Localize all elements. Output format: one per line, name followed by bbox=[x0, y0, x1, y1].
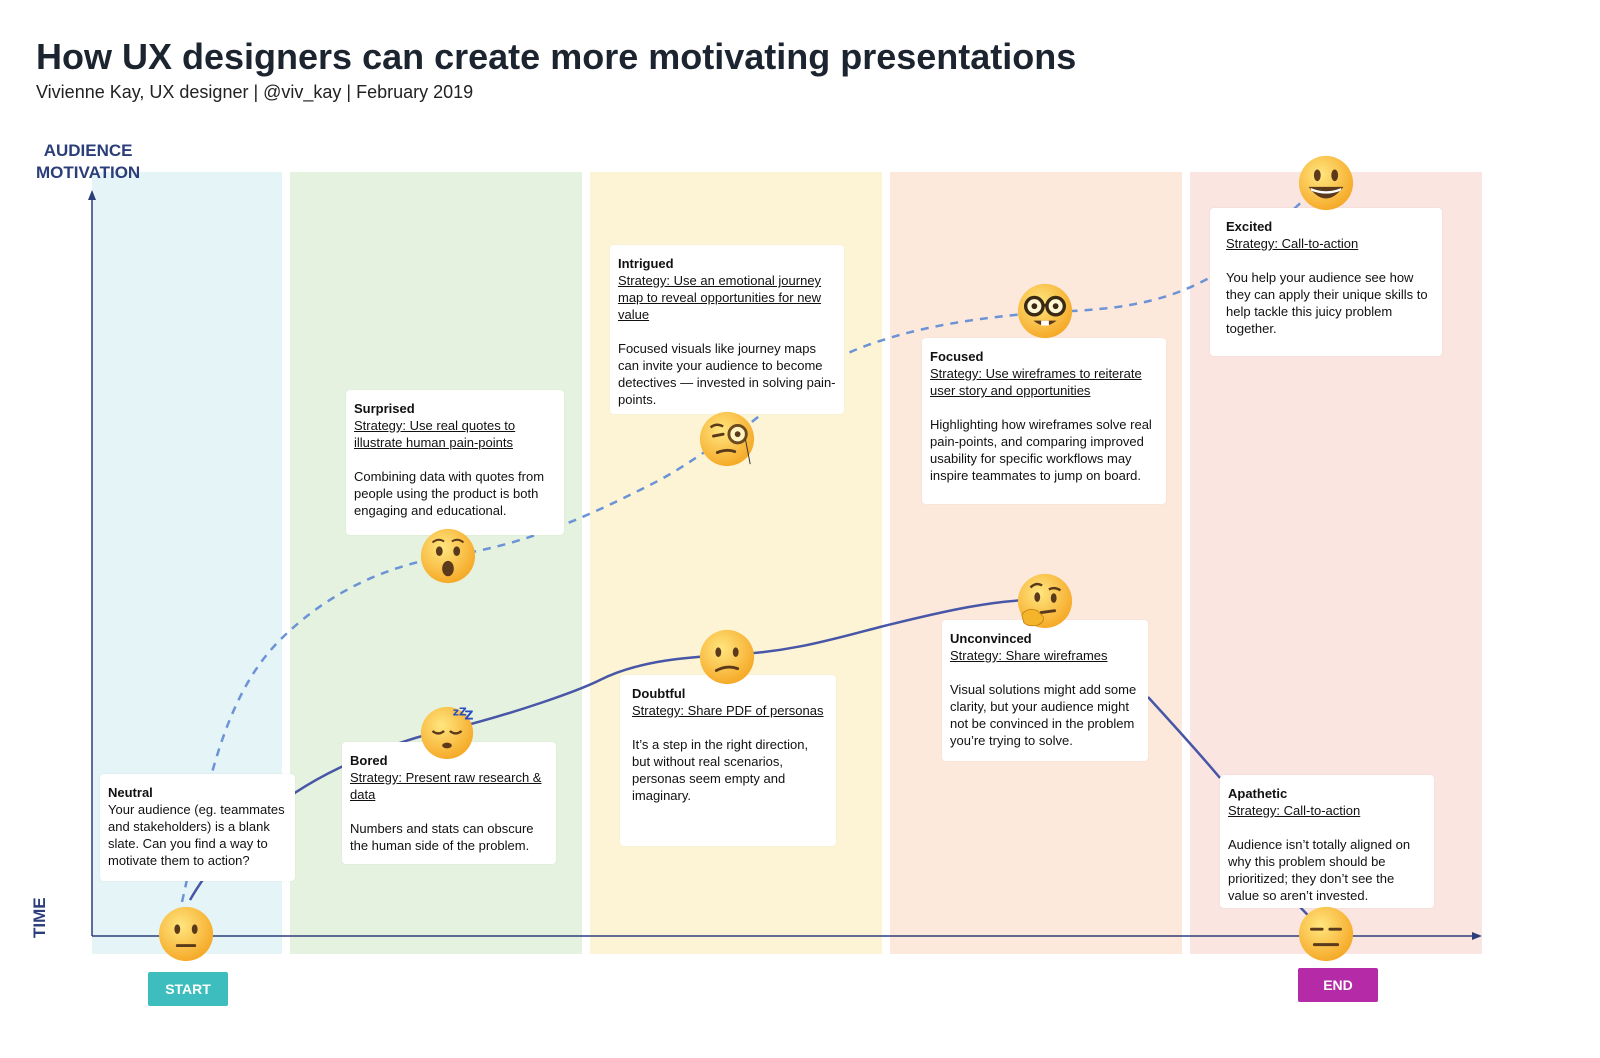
y-axis-label-line2: MOTIVATION bbox=[36, 163, 141, 182]
monocle-face-icon bbox=[699, 411, 755, 467]
end-marker: END bbox=[1298, 968, 1378, 1002]
card-intrigued: Intrigued Strategy: Use an emotional jou… bbox=[610, 245, 844, 414]
confused-face-icon bbox=[699, 629, 755, 685]
surprised-face-icon bbox=[420, 528, 476, 584]
card-description: Focused visuals like journey maps can in… bbox=[618, 341, 836, 407]
card-description: Combining data with quotes from people u… bbox=[354, 469, 545, 518]
svg-text:Z: Z bbox=[464, 707, 473, 722]
card-description: Audience isn’t totally aligned on why th… bbox=[1228, 837, 1411, 903]
card-description: It’s a step in the right direction, but … bbox=[632, 737, 809, 803]
card-strategy: Strategy: Present raw research & data bbox=[350, 770, 542, 802]
y-axis-label: AUDIENCE MOTIVATION bbox=[36, 140, 140, 184]
card-strategy: Strategy: Share wireframes bbox=[950, 648, 1108, 663]
card-heading: Unconvinced bbox=[950, 631, 1032, 646]
card-focused: Focused Strategy: Use wireframes to reit… bbox=[922, 338, 1166, 504]
card-strategy: Strategy: Call-to-action bbox=[1228, 803, 1361, 818]
sleeping-face-icon: zZ Z bbox=[420, 706, 474, 760]
card-neutral: Neutral Your audience (eg. teammates and… bbox=[100, 774, 295, 881]
card-heading: Apathetic bbox=[1228, 786, 1288, 801]
card-doubtful: Doubtful Strategy: Share PDF of personas… bbox=[620, 675, 836, 846]
card-strategy: Strategy: Use wireframes to reiterate us… bbox=[930, 366, 1142, 398]
expressionless-face-icon bbox=[1298, 906, 1354, 962]
page-title: How UX designers can create more motivat… bbox=[36, 36, 1077, 77]
card-strategy: Strategy: Share PDF of personas bbox=[632, 703, 824, 718]
y-axis-arrow bbox=[88, 190, 96, 200]
grinning-face-icon bbox=[1298, 155, 1354, 211]
neutral-face-icon bbox=[158, 906, 214, 962]
page-subtitle: Vivienne Kay, UX designer | @viv_kay | F… bbox=[36, 82, 474, 102]
card-heading: Surprised bbox=[354, 401, 415, 416]
card-description: Your audience (eg. teammates and stakeho… bbox=[108, 802, 285, 868]
card-heading: Neutral bbox=[108, 785, 153, 800]
nerd-face-icon bbox=[1017, 283, 1073, 339]
card-heading: Excited bbox=[1226, 219, 1273, 234]
card-strategy: Strategy: Use an emotional journey map t… bbox=[618, 273, 822, 322]
card-apathetic: Apathetic Strategy: Call-to-action Audie… bbox=[1220, 775, 1434, 908]
card-description: You help your audience see how they can … bbox=[1226, 270, 1428, 336]
card-strategy: Strategy: Use real quotes to illustrate … bbox=[354, 418, 516, 450]
start-marker: START bbox=[148, 972, 228, 1006]
card-excited: Excited Strategy: Call-to-action You hel… bbox=[1210, 208, 1442, 356]
svg-text:zZ: zZ bbox=[453, 706, 467, 719]
card-heading: Intrigued bbox=[618, 256, 674, 271]
y-axis-label-line1: AUDIENCE bbox=[43, 141, 133, 160]
card-description: Numbers and stats can obscure the human … bbox=[350, 821, 534, 853]
motivated-path-dashed bbox=[180, 183, 1327, 903]
card-description: Visual solutions might add some clarity,… bbox=[950, 682, 1137, 748]
card-heading: Bored bbox=[350, 753, 388, 768]
card-description: Highlighting how wireframes solve real p… bbox=[930, 417, 1152, 483]
card-bored: Bored Strategy: Present raw research & d… bbox=[342, 742, 556, 864]
thinking-face-icon bbox=[1017, 573, 1073, 629]
card-heading: Focused bbox=[930, 349, 984, 364]
card-heading: Doubtful bbox=[632, 686, 686, 701]
axes bbox=[88, 190, 1482, 940]
x-axis-arrow bbox=[1472, 932, 1482, 940]
card-unconvinced: Unconvinced Strategy: Share wireframes V… bbox=[942, 620, 1148, 761]
card-surprised: Surprised Strategy: Use real quotes to i… bbox=[346, 390, 564, 535]
card-strategy: Strategy: Call-to-action bbox=[1226, 236, 1359, 251]
